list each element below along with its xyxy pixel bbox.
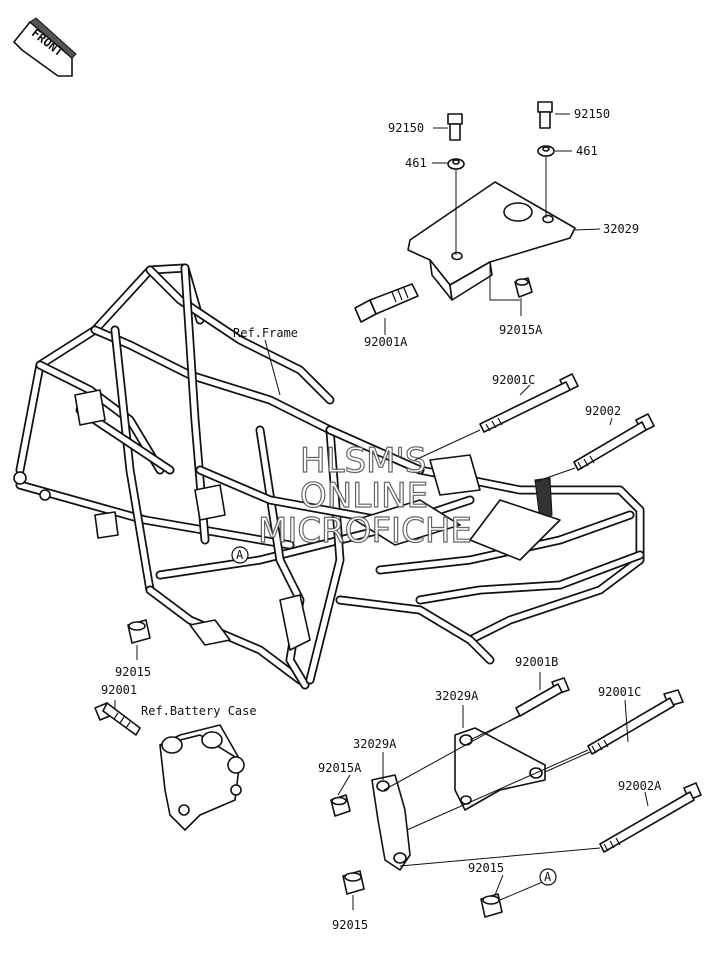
label-92015A-bottom: 92015A	[318, 761, 362, 775]
label-32029A-left: 32029A	[353, 737, 397, 751]
marker-a-frame-text: A	[236, 548, 244, 562]
label-92150-right: 92150	[574, 107, 610, 121]
bolt-92150-right	[537, 101, 553, 129]
watermark: HLSM'S ONLINE MICROFICHE	[257, 440, 472, 551]
marker-a-bottom-text: A	[544, 870, 552, 884]
nut-92015-bottom	[342, 870, 365, 895]
nut-92015A-bottom	[330, 794, 351, 817]
label-92150-left: 92150	[388, 121, 424, 135]
part-labels: 92150 92150 461 461 32029 92001A 92015A …	[101, 107, 662, 932]
label-92002A: 92002A	[618, 779, 662, 793]
bracket-32029A-left	[371, 774, 411, 871]
bolt-92001C-top	[479, 373, 579, 433]
label-92001C-top: 92001C	[492, 373, 535, 387]
bracket-32029	[407, 181, 576, 301]
label-92015-left: 92015	[115, 665, 151, 679]
leader-lines	[114, 113, 649, 910]
label-32029: 32029	[603, 222, 639, 236]
bolt-92001A	[354, 283, 419, 323]
label-92015-bottom: 92015	[332, 918, 368, 932]
watermark-line-1: HLSM'S	[300, 441, 426, 481]
washer-461-left	[447, 158, 465, 170]
watermark-line-2: ONLINE	[300, 476, 428, 516]
washer-461-right	[537, 145, 555, 157]
label-461-right: 461	[576, 144, 598, 158]
bolt-92150-left	[447, 113, 463, 141]
front-direction-badge: FRONT	[12, 17, 77, 77]
bracket-32029A-right	[454, 727, 546, 811]
watermark-line-3: MICROFICHE	[258, 511, 472, 551]
label-92015A-top: 92015A	[499, 323, 543, 337]
label-92002: 92002	[585, 404, 621, 418]
label-92001B: 92001B	[515, 655, 558, 669]
label-92001: 92001	[101, 683, 137, 697]
bolt-92002	[573, 413, 655, 471]
bolt-92001C-right	[587, 689, 684, 755]
label-92001C-right: 92001C	[598, 685, 641, 699]
nut-92015-right	[480, 893, 503, 918]
nut-92015-left	[127, 619, 151, 644]
battery-case-bracket	[159, 724, 245, 831]
label-461-left: 461	[405, 156, 427, 170]
label-ref-frame: Ref.Frame	[233, 326, 298, 340]
marker-a-frame: A	[231, 546, 249, 564]
bolt-92002A	[599, 782, 702, 853]
frame-assembly	[13, 263, 645, 690]
nut-92015A-top	[514, 277, 533, 298]
label-92001A: 92001A	[364, 335, 408, 349]
bolt-92001B	[515, 677, 570, 717]
label-92015-right: 92015	[468, 861, 504, 875]
label-32029A-top: 32029A	[435, 689, 479, 703]
bolt-92001	[94, 702, 141, 736]
label-ref-battery-case: Ref.Battery Case	[141, 704, 257, 718]
marker-a-bottom: A	[539, 868, 557, 886]
